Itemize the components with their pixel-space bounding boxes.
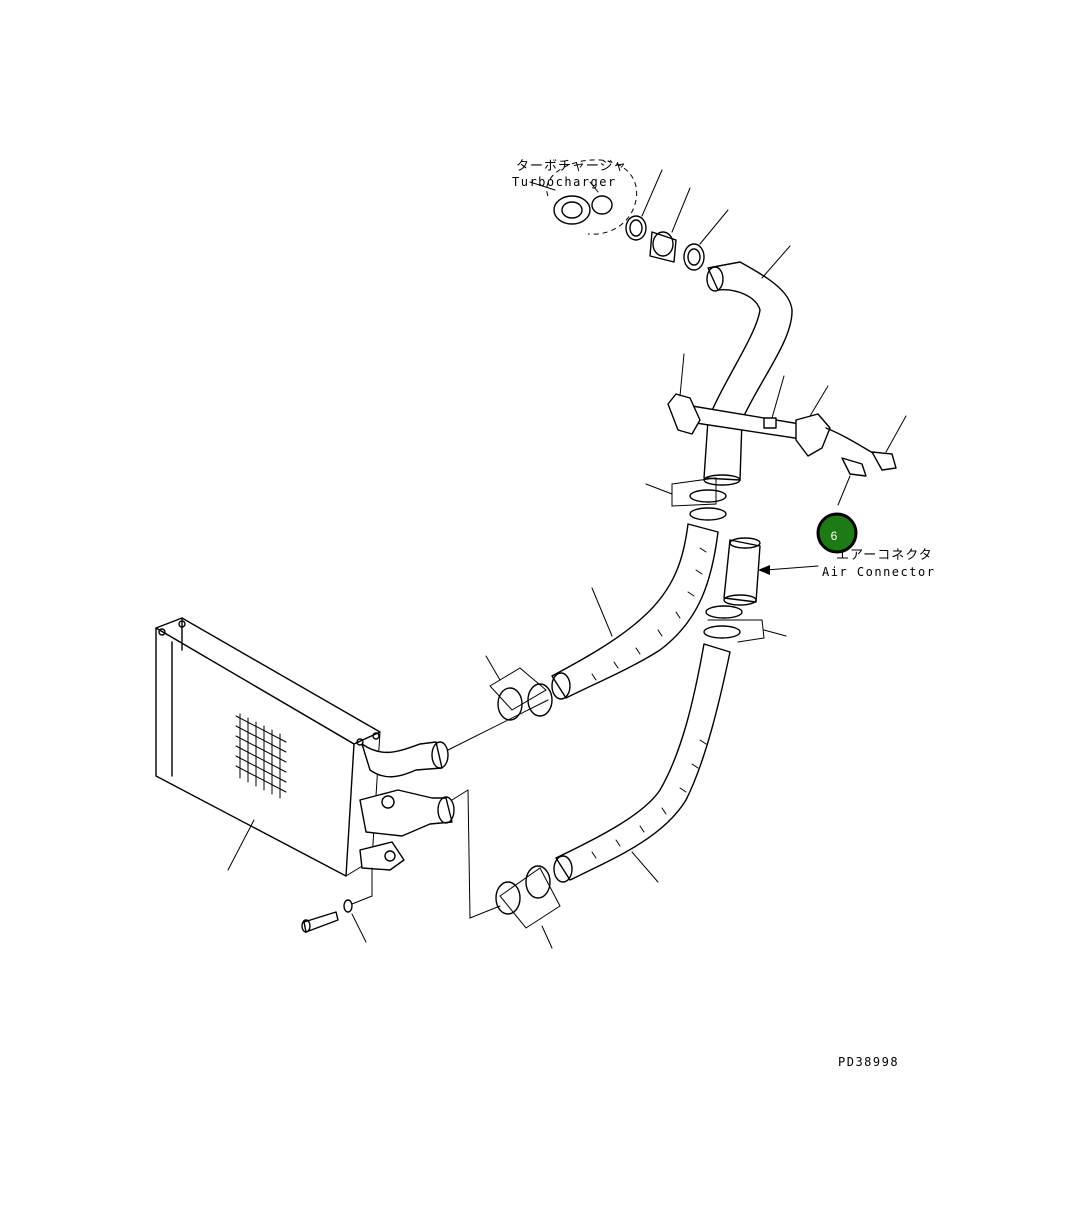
upper-bent-tube <box>703 245 793 486</box>
lower-long-hose <box>553 643 731 883</box>
turbocharger-outline <box>529 159 638 235</box>
air-connector-tube <box>723 537 819 606</box>
left-clamps-lower <box>495 865 561 949</box>
turbocharger-label-en: Turbocharger <box>512 175 617 189</box>
air-connector-label-jp: エアーコネクタ <box>836 548 933 563</box>
upper-long-hose <box>551 523 719 700</box>
callout-badge[interactable]: 6 <box>816 512 858 554</box>
upper-clamp-2 <box>683 209 729 271</box>
intercooler <box>155 617 549 919</box>
hose-hatch-lower <box>591 739 707 859</box>
callout-number: 6 <box>831 529 838 543</box>
upper-short-hose <box>649 187 691 263</box>
left-clamps-upper <box>485 655 553 721</box>
hose-hatch <box>591 547 707 681</box>
turbocharger-label-jp: ターボチャージャ <box>516 159 627 174</box>
air-connector-label-en: Air Connector <box>822 565 935 579</box>
upper-clamp-1 <box>625 169 663 241</box>
drawing-number: PD38998 <box>838 1055 899 1069</box>
support-bracket <box>667 353 907 506</box>
core-mesh <box>235 713 287 799</box>
mid-clamps-upper <box>645 477 727 521</box>
mid-clamps-lower <box>703 605 787 643</box>
bolt-washer <box>301 867 373 943</box>
